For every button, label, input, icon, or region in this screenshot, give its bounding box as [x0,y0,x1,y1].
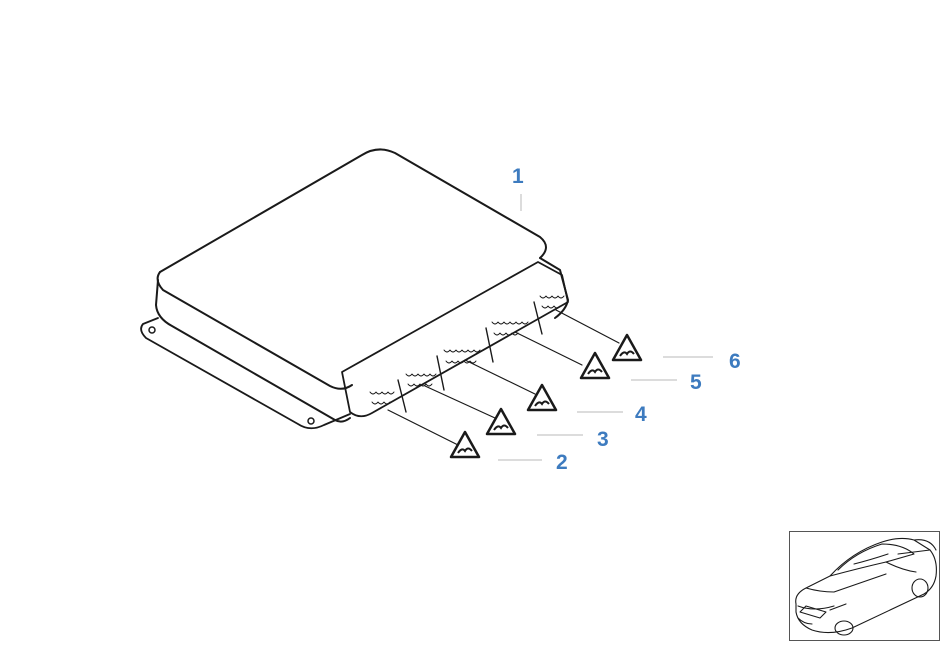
warning-triangle-icon[interactable] [579,351,611,380]
warning-triangle-icon[interactable] [485,407,517,436]
callout-3[interactable]: 3 [597,428,609,451]
callout-5[interactable]: 5 [690,371,702,394]
callout-4[interactable]: 4 [635,403,647,426]
callout-1[interactable]: 1 [512,165,524,188]
warning-triangle-icon[interactable] [449,430,481,459]
connector-pins [369,295,565,405]
car-thumbnail-icon [795,537,937,636]
callout-2[interactable]: 2 [556,451,568,474]
connector-leaders [387,309,620,447]
callout-leaders [498,194,713,461]
callout-6[interactable]: 6 [729,350,741,373]
warning-triangle-icon[interactable] [611,333,643,362]
engine-control-unit-icon[interactable] [140,148,569,430]
warning-triangle-icon[interactable] [526,383,558,412]
vehicle-thumbnail[interactable] [789,531,940,641]
